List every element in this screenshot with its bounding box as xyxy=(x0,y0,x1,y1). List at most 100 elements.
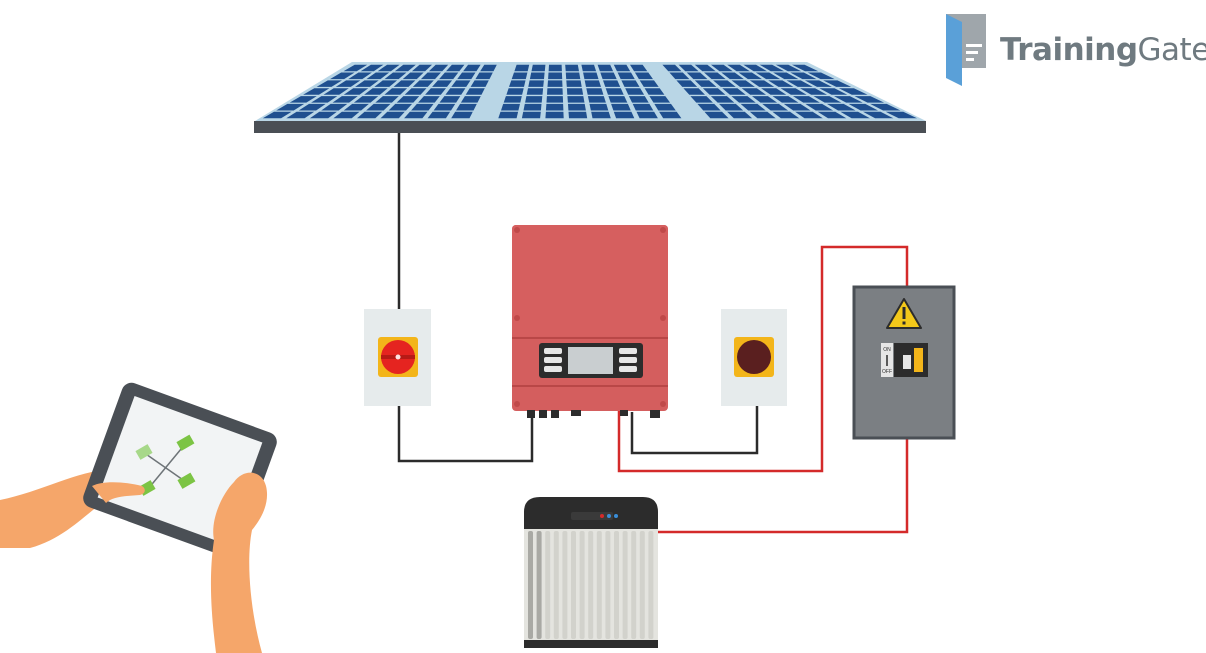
solar-cell xyxy=(514,64,530,72)
solar-cell xyxy=(603,80,621,87)
solar-cell xyxy=(377,64,400,72)
solar-cell xyxy=(411,103,434,111)
solar-cell xyxy=(384,72,407,80)
door-logo-icon xyxy=(946,14,986,86)
battery-rib xyxy=(596,531,602,639)
solar-cell xyxy=(323,88,349,95)
solar-cell xyxy=(727,64,750,72)
solar-cell xyxy=(819,88,848,95)
solar-cell xyxy=(446,64,465,72)
solar-cell xyxy=(786,80,813,87)
inverter xyxy=(512,225,668,418)
solar-cell xyxy=(694,80,717,87)
brand-name-light: Gate xyxy=(1137,32,1206,68)
solar-cell xyxy=(343,103,369,111)
inverter-to-ac-isolator-wire xyxy=(630,405,759,455)
solar-cell xyxy=(741,88,766,95)
solar-cell xyxy=(608,96,628,103)
solar-cell xyxy=(749,111,776,119)
solar-cell xyxy=(605,88,624,95)
solar-cell xyxy=(823,80,852,87)
solar-cell xyxy=(348,72,372,80)
solar-cell xyxy=(506,88,524,95)
solar-cell xyxy=(731,96,756,103)
dc-isolator-to-inverter-wire xyxy=(397,405,534,463)
right-hand xyxy=(210,472,268,653)
solar-cell xyxy=(528,80,544,87)
solar-cell xyxy=(649,96,671,103)
solar-cell xyxy=(523,103,542,111)
solar-cell xyxy=(333,111,360,119)
tablet-with-hands xyxy=(0,382,277,653)
battery-rib xyxy=(545,531,551,639)
solar-cell xyxy=(762,103,789,111)
breaker-off-label: OFF xyxy=(882,369,892,375)
solar-cell xyxy=(526,88,544,95)
brand-wordmark: TrainingGate xyxy=(1000,32,1206,68)
solar-cell xyxy=(568,103,586,111)
solar-cell xyxy=(761,88,787,95)
solar-cell xyxy=(773,72,799,80)
solar-cell xyxy=(465,88,485,95)
solar-cell xyxy=(768,80,794,87)
solar-cell xyxy=(439,96,461,103)
solar-cell xyxy=(711,64,733,72)
battery-rib xyxy=(579,531,585,639)
battery xyxy=(524,497,658,648)
solar-cell xyxy=(634,72,653,80)
solar-cell xyxy=(404,88,427,95)
solar-cell xyxy=(793,96,820,103)
solar-cell xyxy=(451,80,471,87)
solar-cell xyxy=(740,103,766,111)
solar-cell xyxy=(545,103,564,111)
solar-cell xyxy=(863,111,894,119)
solar-cell xyxy=(335,80,361,87)
solar-cell xyxy=(546,96,564,103)
solar-cell xyxy=(840,111,870,119)
solar-cell xyxy=(792,64,819,72)
tablet-network-graphic xyxy=(135,434,196,496)
battery-rib xyxy=(648,531,654,639)
battery-rib xyxy=(588,531,594,639)
solar-cell xyxy=(630,64,648,72)
solar-cell xyxy=(586,88,604,95)
solar-cell xyxy=(719,103,744,111)
traininggate-logo: TrainingGate xyxy=(944,14,1206,86)
solar-cell xyxy=(710,96,735,103)
solar-cell xyxy=(600,72,617,80)
solar-cell xyxy=(662,64,682,72)
solar-cell xyxy=(870,103,901,111)
solar-cell xyxy=(445,88,466,95)
solar-cell xyxy=(800,88,827,95)
solar-cell xyxy=(738,72,762,80)
solar-cell xyxy=(366,103,391,111)
solar-cell xyxy=(433,103,456,111)
battery-rib xyxy=(614,531,619,639)
solar-cell xyxy=(636,111,658,119)
solar-cell xyxy=(654,103,676,111)
dc-isolator-switch xyxy=(364,309,431,406)
solar-cell xyxy=(621,80,640,87)
solar-cell xyxy=(396,96,420,103)
solar-cell xyxy=(531,64,546,72)
solar-cell xyxy=(498,111,519,119)
solar-cell xyxy=(456,103,477,111)
solar-cell xyxy=(402,72,424,80)
battery-rib xyxy=(631,531,637,639)
solar-cell xyxy=(591,111,611,119)
solar-cell xyxy=(678,64,699,72)
solar-cell xyxy=(795,111,823,119)
solar-cell xyxy=(749,80,775,87)
solar-cell xyxy=(420,72,441,80)
solar-cell xyxy=(644,88,665,95)
solar-cell xyxy=(783,103,811,111)
battery-rib xyxy=(536,531,542,639)
solar-cell xyxy=(772,96,799,103)
solar-cell xyxy=(262,111,292,119)
inverter-to-breaker-wire xyxy=(617,245,909,473)
solar-cell xyxy=(731,80,755,87)
solar-cell xyxy=(303,88,330,95)
solar-cell xyxy=(683,88,705,95)
battery-ribs xyxy=(528,531,654,639)
solar-cell xyxy=(775,64,802,72)
